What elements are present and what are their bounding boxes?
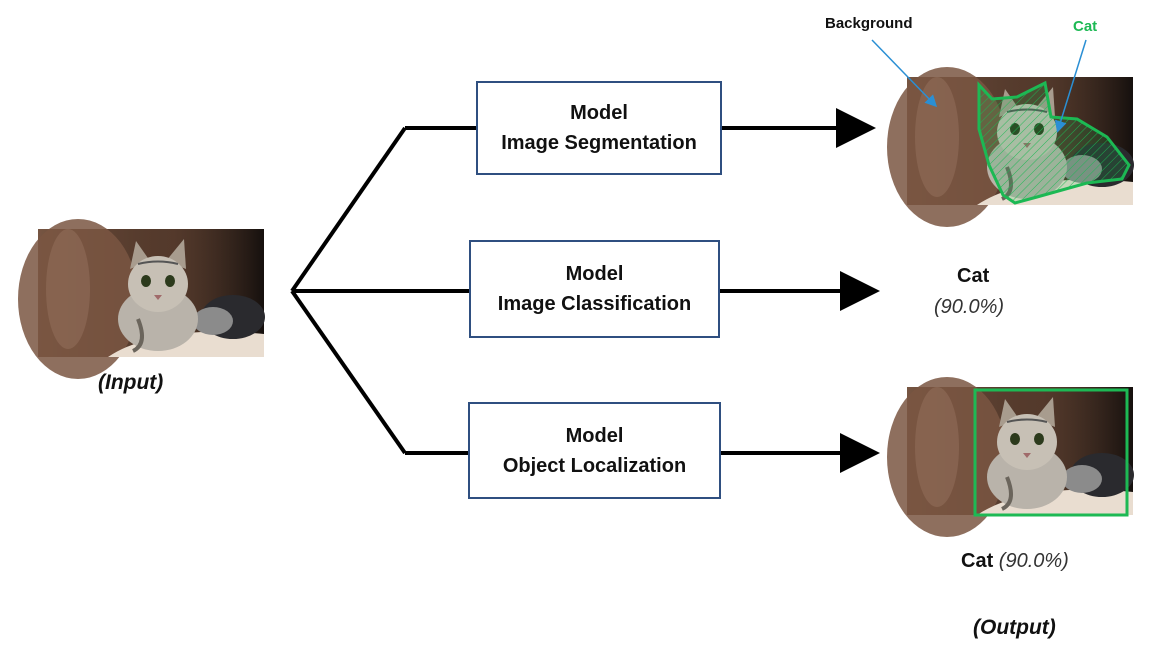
model-box-classification: Model Image Classification <box>469 240 720 338</box>
model-title: Model <box>570 102 628 124</box>
input-cat-image <box>16 217 267 381</box>
output-caption: (Output) <box>973 616 1056 639</box>
cat-segment-label: Cat <box>1073 18 1098 35</box>
input-caption: (Input) <box>98 371 164 394</box>
classification-label: Cat <box>957 265 990 287</box>
localization-result: Cat (90.0%) <box>961 550 1069 573</box>
cat-pointer-line <box>1054 39 1087 133</box>
model-title: Model <box>565 263 624 285</box>
model-subtitle: Image Classification <box>497 293 692 315</box>
background-label: Background <box>825 15 913 32</box>
branch-connector <box>290 126 476 455</box>
localization-label: Cat <box>961 550 994 572</box>
cat-bounding-box <box>973 388 1129 517</box>
model-subtitle: Object Localization <box>502 454 687 477</box>
segmentation-output-image <box>885 65 1136 229</box>
localization-score: (90.0%) <box>998 550 1069 572</box>
localization-output-image <box>885 375 1136 539</box>
background-pointer-line <box>871 39 938 108</box>
model-subtitle: Image Segmentation <box>501 132 697 154</box>
model-box-localization: Model Object Localization <box>468 402 721 499</box>
classification-score: (90.0%) <box>934 296 1005 318</box>
model-box-segmentation: Model Image Segmentation <box>476 81 722 175</box>
model-title: Model <box>565 424 624 447</box>
cat-segmentation-mask <box>977 80 1131 205</box>
output-arrows <box>720 108 880 473</box>
